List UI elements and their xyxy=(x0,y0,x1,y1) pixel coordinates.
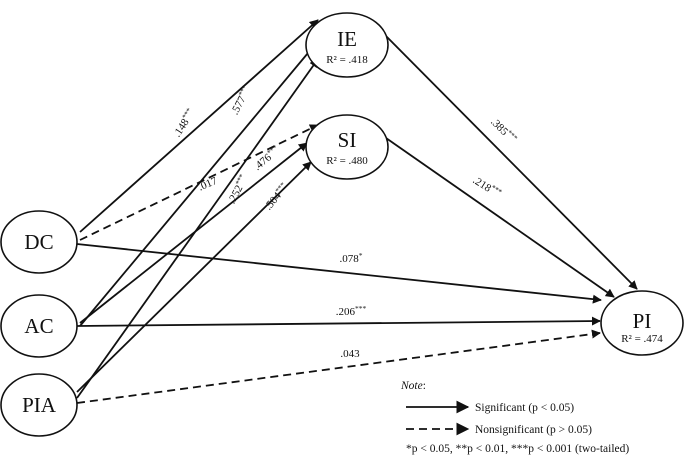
node-ac-label: AC xyxy=(24,314,53,338)
coef-ie-pi: .385*** xyxy=(488,114,520,146)
node-dc-label: DC xyxy=(24,230,53,254)
path-arrows xyxy=(76,19,638,404)
arrow-pia-si xyxy=(76,161,312,393)
node-ie-label: IE xyxy=(337,27,357,51)
arrow-si-pi xyxy=(385,137,615,298)
legend-pvalues: *p < 0.05, **p < 0.01, ***p < 0.001 (two… xyxy=(406,443,629,455)
coef-dc-pi: .078* xyxy=(340,251,363,265)
legend-note: Note: xyxy=(400,380,426,392)
coef-ac-pi: .206*** xyxy=(336,304,367,318)
arrow-ac-pi xyxy=(76,316,601,327)
coef-ac-ie: .577*** xyxy=(227,83,254,117)
legend-note-label: Note xyxy=(400,380,423,392)
node-si: SI R² = .480 xyxy=(305,114,389,180)
arrow-pia-pi xyxy=(76,329,601,404)
coef-si-pi: .218*** xyxy=(470,173,503,201)
coef-dc-ie: .148*** xyxy=(169,106,197,139)
arrow-dc-pi xyxy=(76,243,602,304)
coef-pia-ie: .252*** xyxy=(224,172,251,206)
legend: Note: Significant (p < 0.05) Nonsignific… xyxy=(400,380,629,455)
node-dc: DC xyxy=(0,210,78,274)
node-pia-label: PIA xyxy=(22,393,57,417)
node-si-r2: R² = .480 xyxy=(326,155,368,167)
node-ie: IE R² = .418 xyxy=(305,12,389,78)
arrow-ie-pi xyxy=(384,34,638,290)
arrow-pia-ie xyxy=(76,58,319,399)
node-ie-r2: R² = .418 xyxy=(326,54,368,66)
node-pi: PI R² = .474 xyxy=(600,290,684,356)
node-pi-r2: R² = .474 xyxy=(621,333,663,345)
node-si-label: SI xyxy=(338,128,357,152)
node-ac: AC xyxy=(0,294,78,358)
node-pia: PIA xyxy=(0,373,78,437)
arrow-ac-ie xyxy=(79,40,319,327)
legend-nonsignificant: Nonsignificant (p > 0.05) xyxy=(475,424,592,436)
arrow-dc-ie xyxy=(79,19,319,233)
coef-dc-si: .017 xyxy=(197,175,220,194)
coef-pia-pi: .043 xyxy=(340,348,360,360)
legend-significant: Significant (p < 0.05) xyxy=(475,402,574,414)
node-pi-label: PI xyxy=(633,309,652,333)
construct-nodes: IE R² = .418 SI R² = .480 DC AC PIA PI R… xyxy=(0,12,684,437)
